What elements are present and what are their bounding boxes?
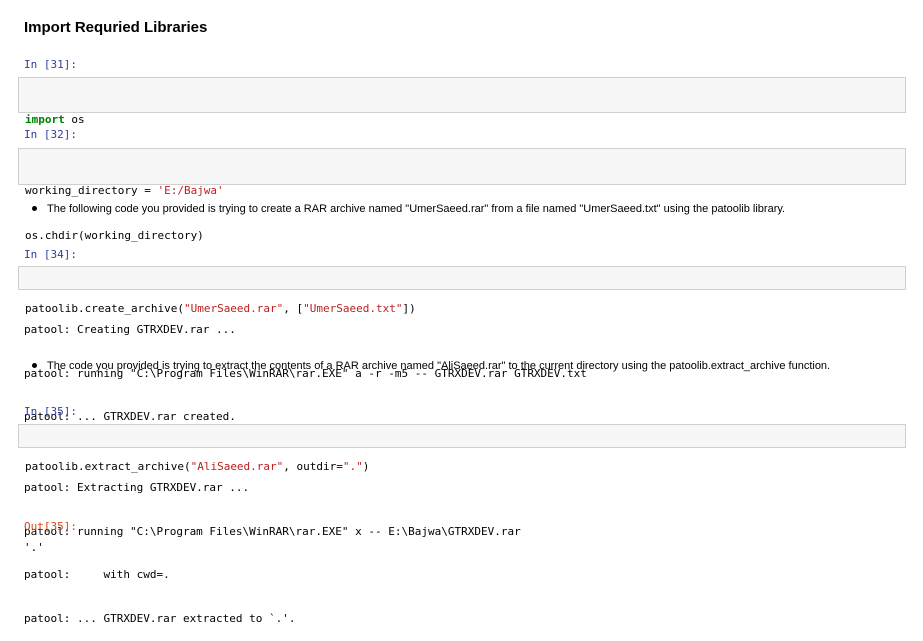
output-34: patool: Creating GTRXDEV.rar ... patool:… <box>24 294 587 439</box>
string-literal: "UmerSaeed.txt" <box>303 302 403 315</box>
section-heading: Import Requried Libraries <box>24 19 208 36</box>
output-line: patool: Creating GTRXDEV.rar ... <box>24 323 236 336</box>
string-literal: "AliSaeed.rar" <box>190 460 284 473</box>
code-text: , [ <box>283 302 304 315</box>
markdown-bullet-2: The code you provided is trying to extra… <box>32 360 830 372</box>
out-35-value: '.' <box>24 541 44 554</box>
bullet-text: The following code you provided is tryin… <box>47 203 786 215</box>
code-text: os <box>64 113 85 126</box>
code-cell-32[interactable]: working_directory = 'E:/Bajwa' os.chdir(… <box>18 148 906 242</box>
code-text: ]) <box>402 302 416 315</box>
code-line: import os <box>25 112 899 127</box>
output-line: patool: running "C:\Program Files\WinRAR… <box>24 524 521 538</box>
output-line: patool: ... GTRXDEV.rar created. <box>24 410 236 423</box>
output-35: patool: Extracting GTRXDEV.rar ... patoo… <box>24 452 521 641</box>
out-35-prompt: Out[35]: <box>24 520 77 533</box>
code-text: working_directory = <box>25 184 158 197</box>
bullet-dot <box>32 205 37 211</box>
code-line: os.chdir(working_directory) <box>25 229 204 242</box>
code-line: patoolib.extract_archive("AliSaeed.rar",… <box>25 459 899 474</box>
bullet-dot <box>32 362 37 368</box>
code-line: patoolib.create_archive("UmerSaeed.rar",… <box>25 301 899 316</box>
output-line: patool: Extracting GTRXDEV.rar ... <box>24 481 250 494</box>
markdown-bullet-1: The following code you provided is tryin… <box>32 203 785 215</box>
cell-34-prompt: In [34]: <box>24 248 77 261</box>
bullet-text: The code you provided is trying to extra… <box>47 360 831 372</box>
output-line: patool: running "C:\Program Files\WinRAR… <box>24 366 587 380</box>
code-line: working_directory = 'E:/Bajwa' <box>25 183 899 198</box>
code-cell-31[interactable]: import os import patoolib <box>18 77 906 171</box>
code-text: , outdir= <box>283 460 343 473</box>
cell-31-prompt: In [31]: <box>24 58 77 71</box>
code-cell-34[interactable]: patoolib.create_archive("UmerSaeed.rar",… <box>18 266 906 315</box>
code-text: ) <box>362 460 370 473</box>
output-line: patool: with cwd=. <box>24 568 170 581</box>
keyword: import <box>25 113 65 126</box>
string-literal: "UmerSaeed.rar" <box>183 302 284 315</box>
code-cell-35[interactable]: patoolib.extract_archive("AliSaeed.rar",… <box>18 424 906 473</box>
string-literal: "." <box>342 460 363 473</box>
string-literal: 'E:/Bajwa' <box>157 184 224 197</box>
code-text: patoolib.extract_archive( <box>25 460 191 473</box>
cell-35-prompt: In [35]: <box>24 405 77 418</box>
code-text: patoolib.create_archive( <box>25 302 184 315</box>
cell-32-prompt: In [32]: <box>24 128 77 141</box>
output-line: patool: ... GTRXDEV.rar extracted to `.'… <box>24 611 296 625</box>
